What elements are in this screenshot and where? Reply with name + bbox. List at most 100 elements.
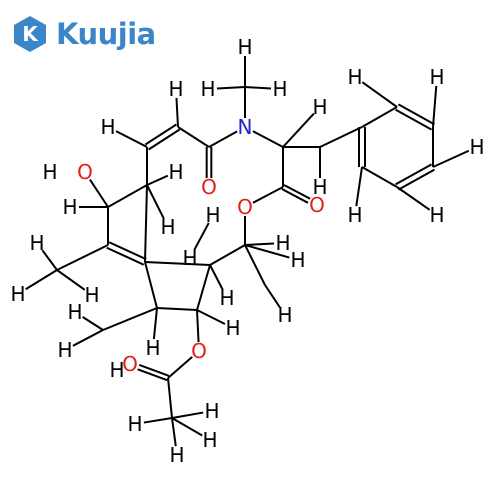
atom-label-h10: H — [312, 175, 327, 199]
bond-Cme4-H25 — [264, 284, 281, 309]
bond-H15-H19 — [193, 222, 210, 251]
bond-N1-Calpha — [252, 130, 284, 148]
bond-Cr2-H4 — [361, 81, 398, 108]
bond-Cr3-H5 — [432, 85, 438, 128]
atom-label-h13: H — [429, 203, 444, 227]
bond-Cvin-H8 — [115, 130, 148, 148]
atom-label-h9: H — [469, 135, 484, 159]
bond-Cring-H11 — [146, 174, 169, 186]
bond-Cme5-H24 — [82, 316, 104, 331]
bond-Cdb-Ccen-0 — [108, 241, 147, 261]
bond-Cq-Cme5 — [102, 307, 158, 331]
atom-label-h16: H — [160, 215, 175, 239]
atom-label-h5: H — [429, 65, 444, 89]
bond-Cox-O5 — [196, 309, 200, 343]
atom-label-o5: O — [191, 339, 207, 363]
atom-label-h4: H — [347, 65, 362, 89]
svg-text:K: K — [22, 22, 39, 46]
bond-Cq-Cox — [156, 307, 198, 311]
atom-label-h19: H — [182, 246, 197, 270]
atom-label-h6: H — [168, 77, 183, 101]
atom-label-h24: H — [67, 300, 82, 324]
atom-label-h1: H — [237, 35, 252, 59]
bond-Cme3-H20 — [244, 244, 290, 259]
bond-Cr6-H12 — [355, 166, 363, 207]
atom-label-h18: H — [29, 231, 44, 255]
bond-CHa-H6 — [175, 97, 179, 128]
bond-Cring-Ccen — [144, 184, 148, 263]
bond-Cac-O6-0 — [137, 368, 168, 382]
bond-Cme2-H21 — [25, 269, 58, 291]
bond-Cdb-Ccen-1 — [106, 246, 145, 266]
atom-label-n1: N — [238, 115, 253, 139]
bond-Cme6-H31 — [143, 417, 173, 424]
bond-Cring-CHOH — [107, 184, 148, 208]
bond-Cester-O4 — [252, 186, 284, 204]
atom-label-h29: H — [109, 358, 124, 382]
bond-Cq-H28 — [152, 307, 158, 340]
atom-label-h26: H — [225, 316, 240, 340]
bond-Cright-Cox — [196, 264, 211, 311]
atom-label-h3: H — [272, 77, 287, 101]
atom-label-o1: O — [201, 175, 217, 199]
bond-Cphch2-Cr1 — [319, 126, 363, 148]
kuujia-logo: K Kuujia — [10, 12, 156, 56]
bond-Cme3-H17 — [244, 242, 275, 246]
bond-Cright-H23 — [209, 264, 224, 291]
atom-label-ho1: H — [42, 160, 57, 184]
bond-Cme6-H30 — [171, 411, 204, 419]
bond-N1-Ccarb — [208, 130, 238, 148]
bond-CHa-Cvin-1 — [144, 123, 177, 146]
atom-label-h27: H — [57, 338, 72, 362]
atom-label-h20: H — [290, 248, 305, 272]
bond-Cme6-H33 — [171, 417, 177, 447]
atom-label-h14: H — [62, 195, 77, 219]
bond-CHa-Cvin-0 — [148, 128, 181, 151]
bond-layer — [25, 56, 470, 447]
bond-Cac-O6-1 — [138, 363, 170, 377]
atom-label-o3: O — [77, 160, 93, 184]
bond-Cr4-Cr5-1 — [395, 163, 433, 186]
bond-Cester-O2-0 — [283, 184, 311, 200]
bond-Ccarb-CHa — [177, 126, 210, 148]
bond-Cme6-H32 — [171, 417, 203, 437]
bond-Cme-H2 — [216, 86, 246, 90]
bond-Cr5-Cr6 — [361, 166, 398, 188]
atom-label-h28: H — [145, 336, 160, 360]
bond-Cac-Cme6 — [167, 377, 173, 419]
atom-label-h25: H — [277, 303, 292, 327]
atom-label-h7: H — [312, 95, 327, 119]
atom-label-h8: H — [100, 115, 115, 139]
bond-Cme-H3 — [244, 86, 272, 90]
atom-label-h22: H — [84, 283, 99, 307]
atom-label-h21: H — [10, 282, 25, 306]
kuujia-logo-text: Kuujia — [56, 17, 156, 51]
bond-Cright-Cme3 — [209, 244, 246, 266]
atom-label-o6: O — [122, 352, 138, 376]
bond-Calpha-H7 — [282, 112, 315, 148]
bond-CHOH-O3 — [89, 178, 109, 208]
atom-label-h12: H — [347, 203, 362, 227]
atom-label-h31: H — [127, 412, 142, 436]
bond-Cr2-Cr3-0 — [397, 103, 435, 126]
bond-Cr4-Cr5-0 — [397, 168, 435, 191]
bond-Cr1-Cr2 — [361, 106, 398, 128]
bond-Cox-H26 — [196, 309, 226, 325]
bond-Cme2-H22 — [56, 269, 86, 291]
bond-Cme3-Cme4 — [244, 244, 266, 286]
atom-label-h23: H — [219, 286, 234, 310]
bond-Cr4-H9 — [432, 149, 470, 168]
atom-label-h17: H — [275, 231, 290, 255]
bond-Cdb-Cme2 — [56, 244, 109, 271]
bond-Cme2-H18 — [41, 249, 58, 271]
bond-Cr2-Cr3-1 — [395, 108, 433, 131]
atom-label-h30: H — [204, 399, 219, 423]
kuujia-logo-icon: K — [14, 16, 46, 52]
bond-O5-Cac — [167, 356, 193, 379]
atom-label-h32: H — [202, 428, 217, 452]
atom-label-o4: O — [237, 195, 253, 219]
bond-Ccen-Cq — [144, 261, 158, 309]
atom-label-h15: H — [205, 203, 220, 227]
